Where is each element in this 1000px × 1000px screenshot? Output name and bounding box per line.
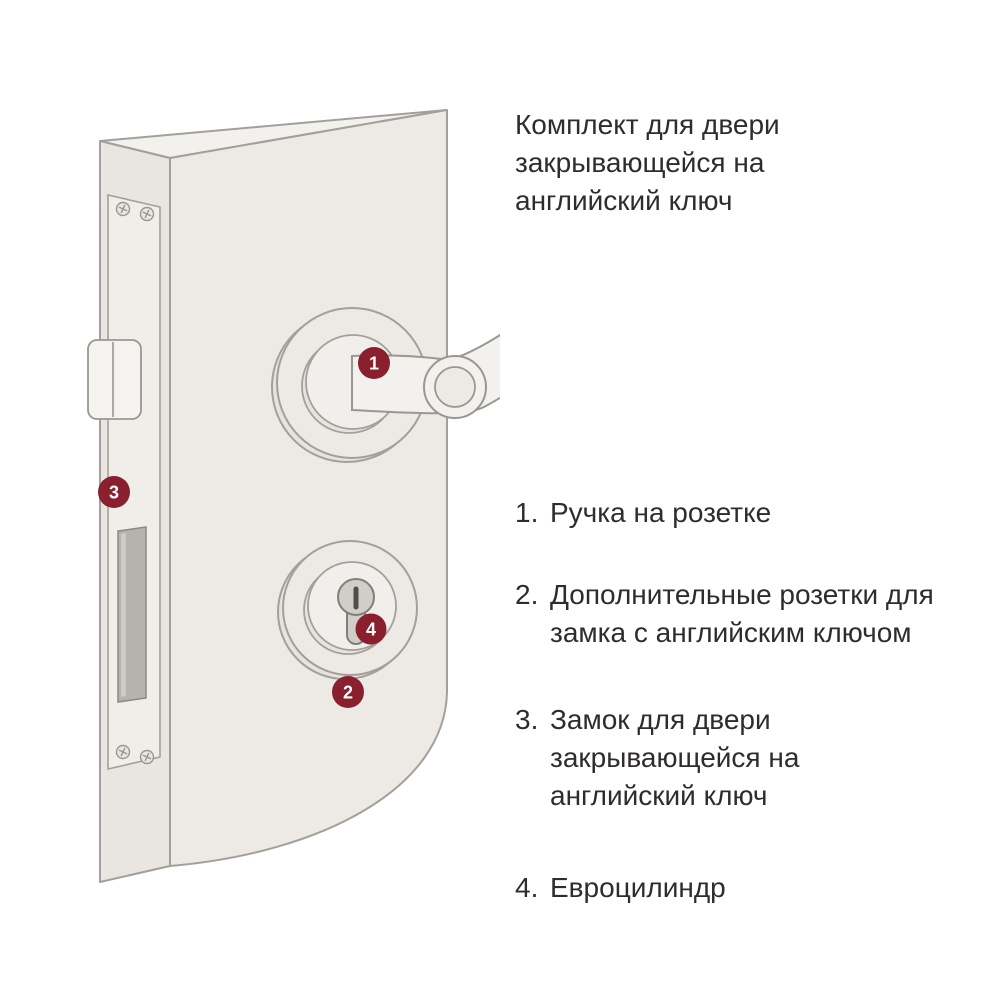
svg-text:2: 2 (343, 682, 353, 702)
badge-1: 1 (358, 347, 390, 379)
legend-item-number: 1. (515, 497, 539, 528)
legend-item-text: Ручка на розетке (550, 494, 771, 532)
screw-cross-icon (118, 204, 152, 762)
legend-line: Ручка на розетке (550, 497, 772, 528)
legend-item-number: 2. (515, 579, 539, 610)
title-line: Комплект для двери (515, 109, 780, 140)
deadbolt-slot-highlight (121, 533, 126, 697)
legend-line: замка с английским ключом (550, 617, 912, 648)
svg-text:4: 4 (366, 619, 376, 639)
legend-item-text: Евроцилиндр (550, 869, 726, 907)
legend-item-text: Дополнительные розетки для замка с англи… (550, 576, 934, 652)
legend-item-number: 3. (515, 704, 539, 735)
badge-2: 2 (332, 676, 364, 708)
legend-line: закрывающейся на (550, 742, 800, 773)
legend-item-4: 4. Евроцилиндр (515, 869, 726, 907)
legend-item-number: 4. (515, 872, 539, 903)
legend-line: Замок для двери (550, 704, 771, 735)
svg-text:3: 3 (109, 482, 119, 502)
handle-collar-inner (434, 366, 476, 408)
legend-line: Дополнительные розетки для (550, 579, 934, 610)
legend-line: английский ключ (550, 780, 768, 811)
page-title: Комплект для двери закрывающейся на англ… (515, 106, 780, 220)
legend-item-2: 2. Дополнительные розетки для замка с ан… (515, 576, 934, 652)
door-illustration: 1 2 3 4 (87, 109, 500, 883)
door-front-face (169, 109, 448, 867)
legend-line: Евроцилиндр (550, 872, 726, 903)
legend-item-1: 1. Ручка на розетке (515, 494, 771, 532)
svg-text:1: 1 (369, 353, 379, 373)
legend-item-text: Замок для двери закрывающейся на английс… (550, 701, 799, 815)
title-line: закрывающейся на (515, 147, 765, 178)
badge-3: 3 (98, 476, 130, 508)
badge-4: 4 (355, 613, 387, 645)
legend-item-3: 3. Замок для двери закрывающейся на англ… (515, 701, 799, 815)
latch-bolt (87, 339, 142, 420)
title-line: английский ключ (515, 185, 733, 216)
